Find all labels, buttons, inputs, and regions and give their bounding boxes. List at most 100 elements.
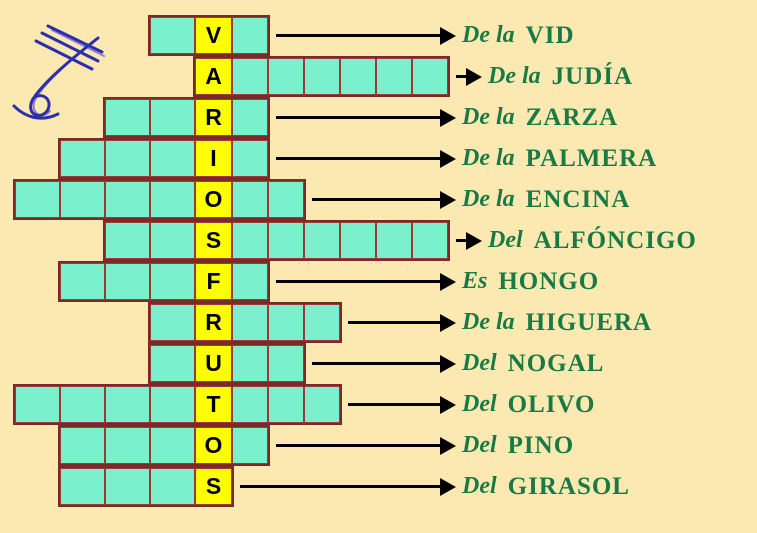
given-letter: U <box>205 350 222 376</box>
arrow-shaft <box>312 362 440 365</box>
grid-cell[interactable] <box>232 58 268 95</box>
grid-cell[interactable] <box>268 181 304 218</box>
grid-cell[interactable] <box>304 222 340 259</box>
clue-arrow <box>348 302 456 343</box>
grid-cell[interactable] <box>232 17 268 54</box>
grid-cell[interactable] <box>105 386 150 423</box>
grid-cell[interactable] <box>232 181 268 218</box>
clue-qualifier: Del <box>462 473 497 499</box>
arrow-head-icon <box>440 395 456 414</box>
given-letter: S <box>205 473 222 499</box>
grid-cell[interactable] <box>60 386 105 423</box>
grid-cell[interactable] <box>105 222 150 259</box>
grid-cell[interactable] <box>150 386 195 423</box>
grid-cell[interactable] <box>150 181 195 218</box>
grid-cell[interactable] <box>304 58 340 95</box>
grid-cell[interactable] <box>376 58 412 95</box>
grid-cell[interactable] <box>60 140 105 177</box>
arrow-shaft <box>240 485 440 488</box>
clue-arrow <box>276 261 456 302</box>
given-letter: R <box>205 104 222 130</box>
given-letter: I <box>210 145 217 171</box>
word-row: A <box>193 56 450 97</box>
grid-cell[interactable] <box>232 304 268 341</box>
arrow-head-icon <box>440 26 456 45</box>
grid-cell[interactable] <box>304 304 340 341</box>
word-row: S <box>58 466 234 507</box>
grid-cell[interactable] <box>150 140 195 177</box>
arrow-shaft <box>348 403 440 406</box>
letter-cell: S <box>195 468 232 505</box>
arrow-head-icon <box>440 108 456 127</box>
pen-doodle-logo <box>12 24 105 120</box>
word-row: F <box>58 261 270 302</box>
grid-cell[interactable] <box>232 263 268 300</box>
clue-arrow <box>276 425 456 466</box>
grid-cell[interactable] <box>232 386 268 423</box>
grid-cell[interactable] <box>15 386 60 423</box>
grid-cell[interactable] <box>105 427 150 464</box>
clue-keyword: VID <box>525 21 575 49</box>
grid-cell[interactable] <box>232 99 268 136</box>
clue-arrow <box>456 56 482 97</box>
grid-cell[interactable] <box>412 58 448 95</box>
grid-cell[interactable] <box>268 222 304 259</box>
grid-cell[interactable] <box>412 222 448 259</box>
grid-cell[interactable] <box>150 427 195 464</box>
grid-cell[interactable] <box>60 263 105 300</box>
clue-arrow <box>312 343 456 384</box>
given-letter: V <box>205 22 222 48</box>
clue-qualifier: De la <box>462 145 515 171</box>
clue: De la HIGUERA <box>462 302 652 343</box>
word-row: R <box>148 302 342 343</box>
arrow-shaft <box>312 198 440 201</box>
grid-cell[interactable] <box>268 345 304 382</box>
grid-cell[interactable] <box>268 386 304 423</box>
grid-cell[interactable] <box>232 222 268 259</box>
grid-cell[interactable] <box>60 427 105 464</box>
grid-cell[interactable] <box>304 386 340 423</box>
grid-cell[interactable] <box>340 222 376 259</box>
given-letter: S <box>205 227 222 253</box>
grid-cell[interactable] <box>376 222 412 259</box>
grid-cell[interactable] <box>232 345 268 382</box>
grid-cell[interactable] <box>340 58 376 95</box>
clue-arrow <box>240 466 456 507</box>
clue-qualifier: De la <box>462 309 515 335</box>
letter-cell: I <box>195 140 232 177</box>
grid-cell[interactable] <box>150 99 195 136</box>
word-row: I <box>58 138 270 179</box>
clue-keyword: HONGO <box>498 267 600 295</box>
grid-cell[interactable] <box>105 181 150 218</box>
arrow-head-icon <box>440 313 456 332</box>
grid-cell[interactable] <box>105 140 150 177</box>
grid-cell[interactable] <box>268 304 304 341</box>
grid-cell[interactable] <box>105 99 150 136</box>
grid-cell[interactable] <box>105 263 150 300</box>
grid-cell[interactable] <box>150 17 195 54</box>
arrow-head-icon <box>440 272 456 291</box>
grid-cell[interactable] <box>60 468 105 505</box>
arrow-head-icon <box>440 477 456 496</box>
given-letter: O <box>204 432 223 458</box>
grid-cell[interactable] <box>150 345 195 382</box>
grid-cell[interactable] <box>268 58 304 95</box>
arrow-head-icon <box>440 354 456 373</box>
grid-cell[interactable] <box>232 140 268 177</box>
clue-arrow <box>456 220 482 261</box>
grid-cell[interactable] <box>15 181 60 218</box>
grid-cell[interactable] <box>150 263 195 300</box>
grid-cell[interactable] <box>150 222 195 259</box>
grid-cell[interactable] <box>60 181 105 218</box>
clue-keyword: ALFÓNCIGO <box>533 226 697 254</box>
clue-arrow <box>276 138 456 179</box>
grid-cell[interactable] <box>232 427 268 464</box>
clue-keyword: HIGUERA <box>525 308 653 336</box>
clue-qualifier: De la <box>462 104 515 130</box>
grid-cell[interactable] <box>105 468 150 505</box>
clue-keyword: PALMERA <box>525 144 658 172</box>
clue-keyword: JUDÍA <box>551 62 634 90</box>
grid-cell[interactable] <box>150 304 195 341</box>
grid-cell[interactable] <box>150 468 195 505</box>
